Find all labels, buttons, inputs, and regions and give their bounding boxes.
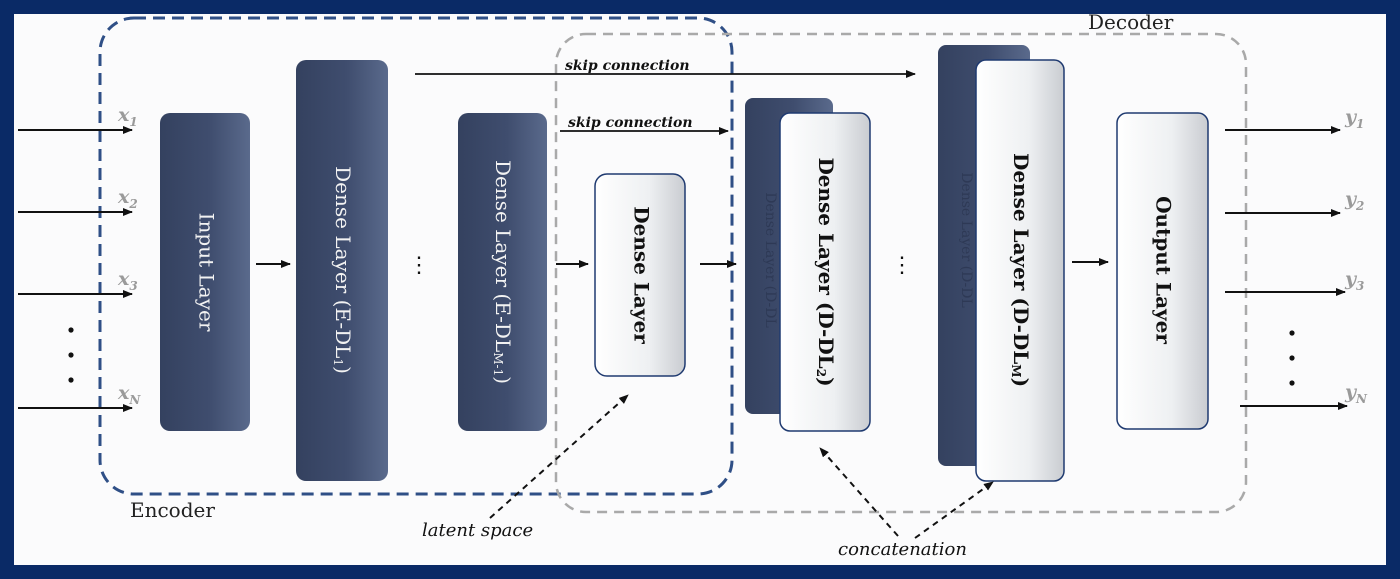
encoder-ellipsis: ⋮ (408, 253, 430, 278)
skip-connection-label-1: skip connection (565, 58, 690, 74)
dec-dense-layer-m-label: Dense Layer (D-DLM) (1010, 153, 1034, 387)
enc-dense-layer-1-box (296, 60, 388, 481)
output-var-y2: y2 (1344, 188, 1364, 213)
concatenation-arrow-2 (914, 481, 994, 539)
output-ellipsis-dots (1289, 330, 1295, 386)
decoder-label: Decoder (1088, 10, 1174, 34)
skip-connection-label-2: skip connection (568, 115, 693, 131)
dec-dense-layer-2-label: Dense Layer (D-DL2) (815, 157, 839, 386)
concatenation-label: concatenation (838, 539, 967, 560)
decoder-region (554, 32, 1248, 514)
output-var-y1: y1 (1344, 106, 1364, 131)
dec-dense-layer-2-ghost: Dense Layer (D-DL (762, 192, 778, 328)
input-layer-label: Input Layer (195, 213, 219, 332)
latent-space-arrow (489, 394, 629, 519)
output-layer-box (1116, 112, 1209, 430)
input-layer-box (160, 113, 250, 431)
latent-layer-box (594, 173, 686, 377)
input-var-x2: x2 (117, 186, 138, 211)
enc-dense-layer-m1-box (458, 113, 547, 431)
encoder-label: Encoder (130, 498, 215, 522)
output-var-yn: yN (1344, 381, 1368, 406)
input-var-xn: xN (117, 382, 141, 407)
concatenation-arrow-1 (819, 447, 899, 537)
output-var-y3: y3 (1344, 268, 1364, 293)
dec-dense-layer-2-box (779, 112, 871, 432)
dec-dense-layer-m-ghost: Dense Layer (D-DL (958, 172, 974, 308)
decoder-ellipsis: ⋮ (891, 253, 913, 278)
latent-layer-label: Dense Layer (630, 206, 654, 344)
input-var-x1: x1 (117, 104, 138, 129)
input-var-x3: x3 (117, 268, 138, 293)
encoder-region (98, 16, 734, 496)
enc-dense-layer-m1-label: Dense Layer (E-DLM-1) (492, 160, 516, 384)
latent-space-label: latent space (422, 520, 533, 541)
dec-dense-layer-m-box (975, 59, 1065, 482)
output-layer-label: Output Layer (1152, 196, 1176, 344)
enc-dense-layer-1-label: Dense Layer (E-DL1) (332, 166, 356, 374)
input-ellipsis-dots (68, 327, 74, 383)
